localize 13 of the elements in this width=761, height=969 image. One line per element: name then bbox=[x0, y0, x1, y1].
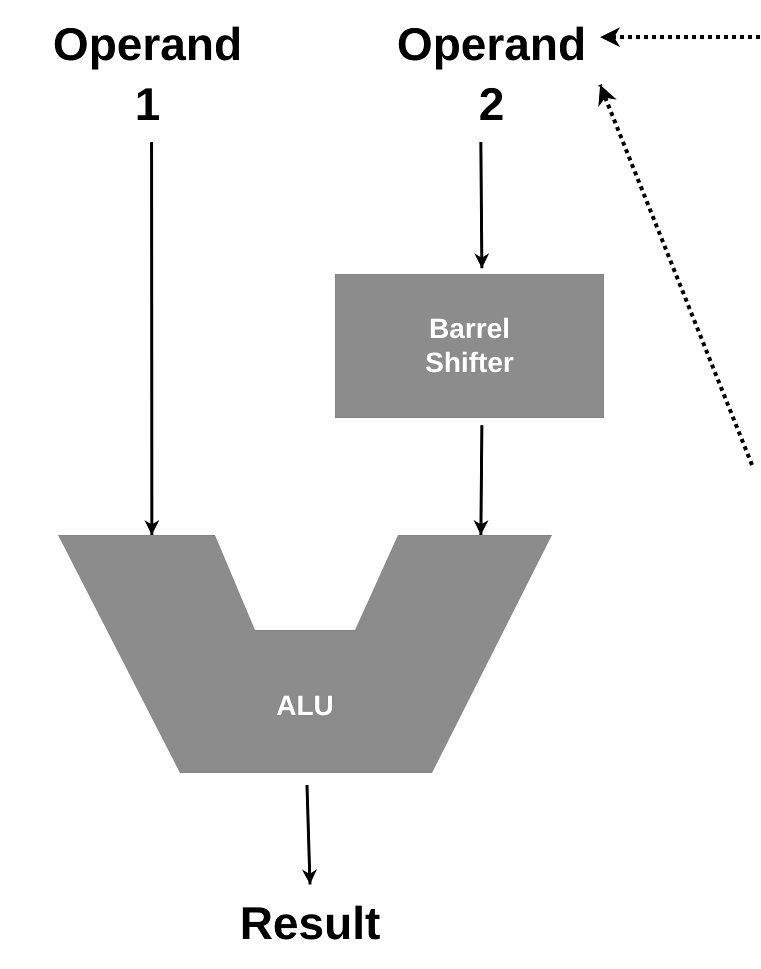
arrow bbox=[474, 425, 488, 536]
block-label: ALU bbox=[276, 689, 334, 723]
dotted-arrow bbox=[598, 84, 754, 466]
block-label: Barrel Shifter bbox=[424, 312, 515, 380]
arrow bbox=[474, 142, 490, 268]
arrow bbox=[144, 142, 160, 535]
alu-shape bbox=[58, 535, 552, 773]
operand-label: Operand 2 bbox=[385, 14, 598, 136]
operand-label: Operand 1 bbox=[45, 14, 250, 136]
arrow bbox=[302, 784, 318, 884]
barrel-shifter-box bbox=[335, 274, 604, 418]
result-label: Result bbox=[205, 888, 415, 960]
dotted-arrow bbox=[600, 27, 760, 48]
